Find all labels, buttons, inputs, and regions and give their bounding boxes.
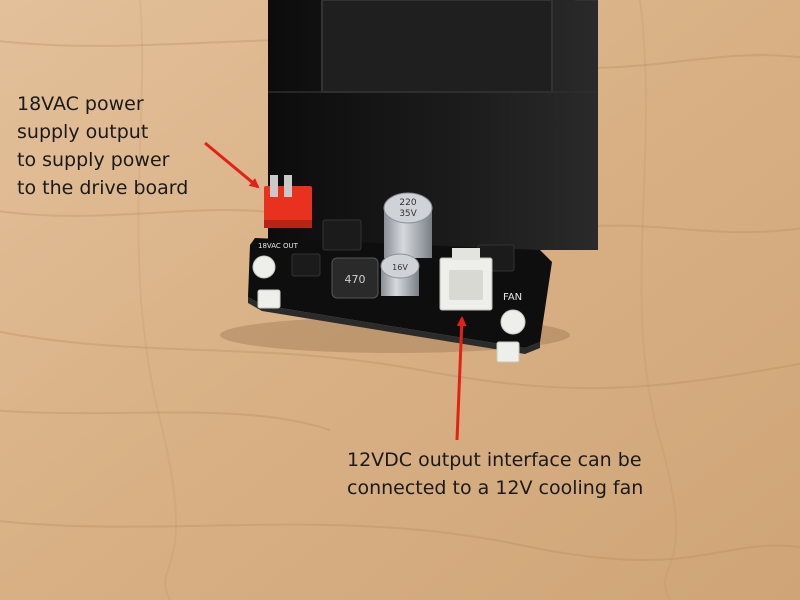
- bottom-annotation-line: 12VDC output interface can be: [347, 449, 642, 471]
- fan-connector: [439, 248, 493, 311]
- inductor: 470: [331, 257, 379, 299]
- small-capacitor-marking: 16V: [392, 263, 408, 272]
- red-connector-18vac: [264, 175, 312, 228]
- bottom-annotation: 12VDC output interface can be connected …: [347, 446, 643, 502]
- silkscreen-fan: FAN: [503, 292, 522, 303]
- left-annotation-line: 18VAC power: [17, 93, 144, 115]
- left-annotation-line: to supply power: [17, 149, 170, 171]
- large-capacitor: 220 35V: [383, 192, 433, 258]
- left-arrow: [204, 141, 260, 189]
- large-capacitor-marking: 220: [399, 198, 416, 208]
- silkscreen-18vac-out: 18VAC OUT: [258, 242, 299, 250]
- ic-chips: [291, 219, 515, 277]
- transformer: [268, 0, 598, 250]
- small-capacitor: 16V: [380, 253, 420, 296]
- inductor-marking: 470: [345, 273, 366, 286]
- large-capacitor-voltage: 35V: [399, 209, 417, 219]
- bottom-annotation-line: connected to a 12V cooling fan: [347, 477, 644, 499]
- left-annotation: 18VAC power supply output to supply powe…: [17, 90, 188, 202]
- standoffs: [252, 255, 526, 363]
- bottom-arrow: [455, 316, 467, 441]
- left-annotation-line: to the drive board: [17, 177, 189, 199]
- left-annotation-line: supply output: [17, 121, 149, 143]
